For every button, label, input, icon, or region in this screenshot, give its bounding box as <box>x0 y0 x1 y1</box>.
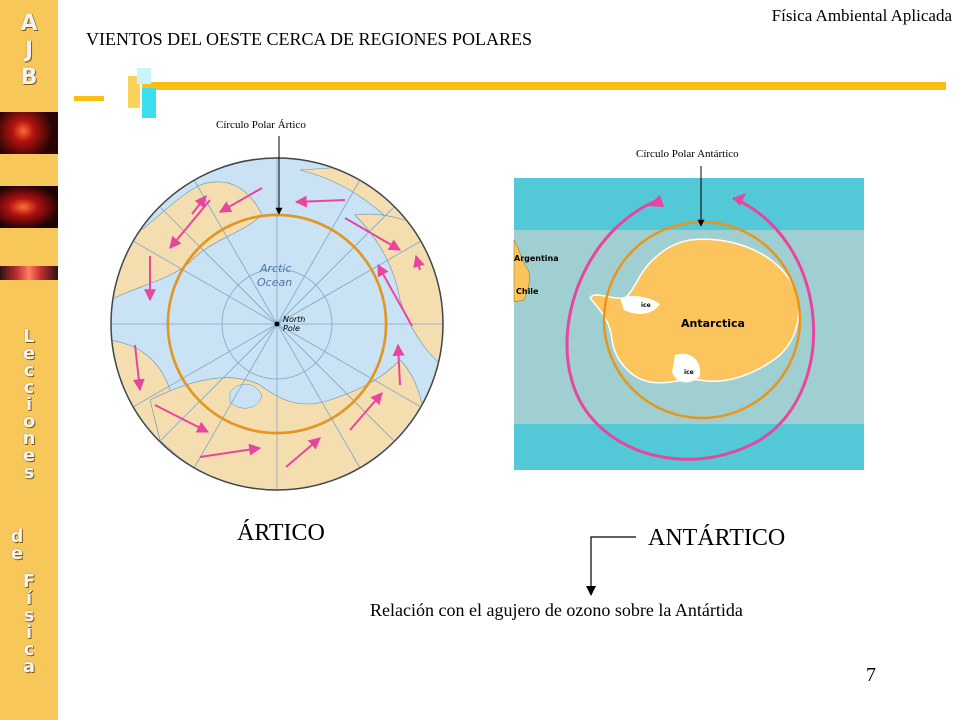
sidebar-photo-2 <box>0 186 58 228</box>
north-pole-label-1: North <box>283 315 305 324</box>
antarctic-caption: ANTÁRTICO <box>648 525 786 551</box>
ice-label-2: ice <box>684 369 694 376</box>
ozone-relation-text: Relación con el agujero de ozono sobre l… <box>370 600 743 620</box>
sidebar-fisica: F í s i c a <box>22 571 36 677</box>
sidebar-photo-1 <box>0 112 58 154</box>
antarctic-circle-label: Círculo Polar Antártico <box>636 148 739 160</box>
arctic-circle-label: Círculo Polar Ártico <box>216 119 306 131</box>
westerly-wind-arrows <box>132 187 425 468</box>
north-pole-label-2: Pole <box>283 324 300 333</box>
arctic-ocean-label-1: Arctic <box>259 262 292 275</box>
sidebar-lecciones: L e c c i o n e s <box>22 326 36 483</box>
sidebar-ajb: A J B <box>20 11 38 90</box>
argentina-label: Argentina <box>514 254 559 263</box>
arctic-ocean-label-2: Ocean <box>257 276 292 289</box>
ice-label-1: ice <box>641 302 651 309</box>
chile-label: Chile <box>516 287 539 296</box>
sidebar-de: d e <box>10 526 24 564</box>
sidebar: A J B L e c c i o n e s d e F í s i c a <box>0 0 58 720</box>
antarctica-label: Antarctica <box>681 317 745 330</box>
page-number: 7 <box>866 664 876 686</box>
slide-title: VIENTOS DEL OESTE CERCA DE REGIONES POLA… <box>86 29 533 49</box>
arctic-caption: ÁRTICO <box>237 520 325 546</box>
course-name: Física Ambiental Aplicada <box>771 6 952 25</box>
sidebar-photo-3 <box>0 266 58 280</box>
